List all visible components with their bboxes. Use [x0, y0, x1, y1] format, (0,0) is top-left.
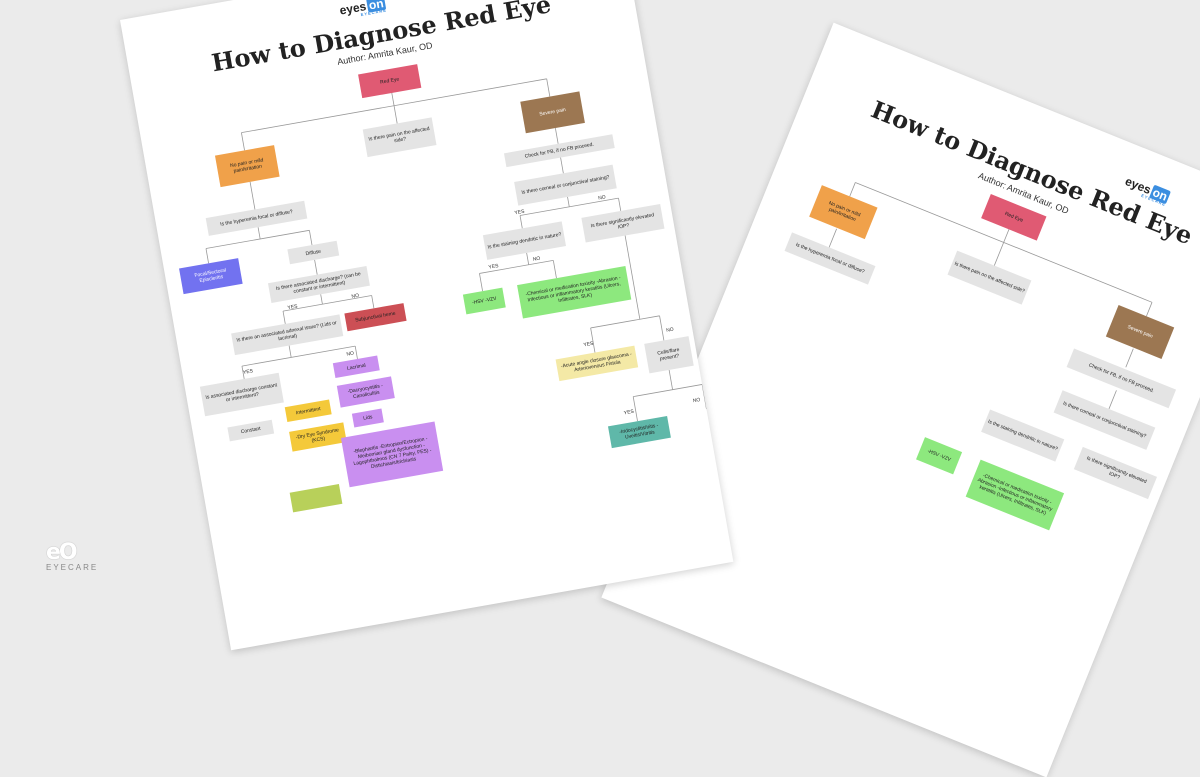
connector-lines	[205, 78, 707, 422]
eyecare-brand-mark: eO EYECARE	[46, 540, 126, 572]
label-no: NO	[692, 397, 701, 405]
label-no: NO	[597, 194, 607, 202]
label-no: NO	[351, 292, 360, 300]
front-flowchart-sheet: eyeson EYECARE How to Diagnose Red Eye A…	[120, 0, 734, 651]
label-no: NO	[532, 255, 541, 263]
connector-lines	[828, 182, 1153, 410]
brand-word: EYECARE	[46, 563, 99, 572]
label-no: NO	[665, 326, 675, 334]
label-no: NO	[346, 350, 355, 358]
brand-logo: eO	[46, 540, 78, 565]
back-flowchart-sheet: eyeson EYECARE How to Diagnose Red Eye A…	[601, 22, 1200, 777]
